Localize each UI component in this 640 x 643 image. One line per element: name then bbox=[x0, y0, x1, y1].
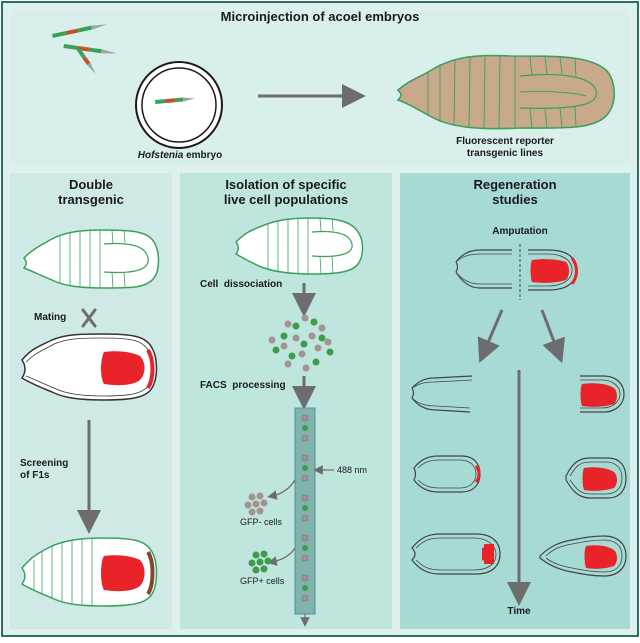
embryo-label: Hofstenia embryo bbox=[120, 150, 240, 162]
posterior-branch-arrow bbox=[540, 309, 565, 364]
reporter-label-line1: Fluorescent reporter bbox=[456, 136, 554, 147]
gfp-neg-label: GFP- cells bbox=[240, 517, 283, 527]
screening-label: Screening of F1s bbox=[20, 458, 100, 481]
anterior-branch-arrow bbox=[477, 309, 504, 364]
left-panel-title: Double transgenic bbox=[10, 177, 172, 208]
mating-label: Mating bbox=[34, 312, 67, 323]
embryo-label-species: Hofstenia bbox=[137, 150, 184, 161]
middle-panel-title-line1: Isolation of specific bbox=[225, 177, 347, 192]
left-double-worm bbox=[20, 537, 158, 607]
screening-label-line1: Screening bbox=[20, 458, 69, 469]
right-panel-title: Regeneration studies bbox=[400, 177, 630, 208]
middle-panel-title-line2: live cell populations bbox=[223, 191, 349, 207]
gfp-pos-cells bbox=[248, 550, 272, 574]
laser-label: 488 nm bbox=[337, 465, 368, 475]
amputation-label: Amputation bbox=[492, 226, 548, 237]
mating-cross-icon bbox=[81, 308, 97, 328]
dissociated-cells-cluster bbox=[268, 314, 334, 372]
right-panel-title-line1: Regeneration bbox=[473, 177, 557, 192]
anterior-fragment-t3 bbox=[411, 533, 501, 575]
amputation-worm-posterior bbox=[528, 249, 578, 291]
injection-needles bbox=[52, 24, 118, 74]
left-panel-title-line2: transgenic bbox=[58, 191, 124, 207]
gfp-pos-sort-arrow bbox=[267, 547, 296, 566]
anterior-fragment-t1 bbox=[411, 375, 473, 413]
left-green-worm bbox=[22, 229, 160, 289]
dissociation-label: Cell dissociation bbox=[200, 279, 283, 290]
posterior-fragment-t1 bbox=[580, 375, 625, 413]
top-panel-title: Microinjection of acoel embryos bbox=[220, 9, 420, 24]
facs-flow-column bbox=[294, 407, 316, 627]
middle-green-worm bbox=[234, 217, 364, 275]
posterior-fragment-t3 bbox=[539, 535, 627, 577]
embryo bbox=[135, 61, 223, 149]
time-label: Time bbox=[507, 606, 531, 617]
amputation-worm-anterior bbox=[455, 249, 512, 289]
posterior-fragment-t2 bbox=[565, 457, 627, 499]
screening-label-line2: of F1s bbox=[20, 469, 50, 481]
left-red-worm bbox=[20, 333, 158, 401]
facs-label: FACS processing bbox=[200, 380, 286, 391]
left-panel-title-line1: Double bbox=[68, 177, 114, 192]
gfp-pos-label: GFP+ cells bbox=[240, 576, 285, 586]
right-panel-title-line2: studies bbox=[492, 191, 538, 207]
anterior-fragment-t2 bbox=[413, 455, 481, 493]
gfp-neg-sort-arrow bbox=[267, 479, 296, 500]
reporter-label-line2: transgenic lines bbox=[466, 147, 544, 159]
gfp-neg-cells bbox=[244, 492, 268, 516]
middle-panel-title: Isolation of specific live cell populati… bbox=[180, 177, 392, 208]
reporter-label: Fluorescent reporter transgenic lines bbox=[440, 136, 570, 159]
embryo-label-word: embryo bbox=[183, 150, 223, 161]
reporter-worm bbox=[396, 54, 616, 130]
